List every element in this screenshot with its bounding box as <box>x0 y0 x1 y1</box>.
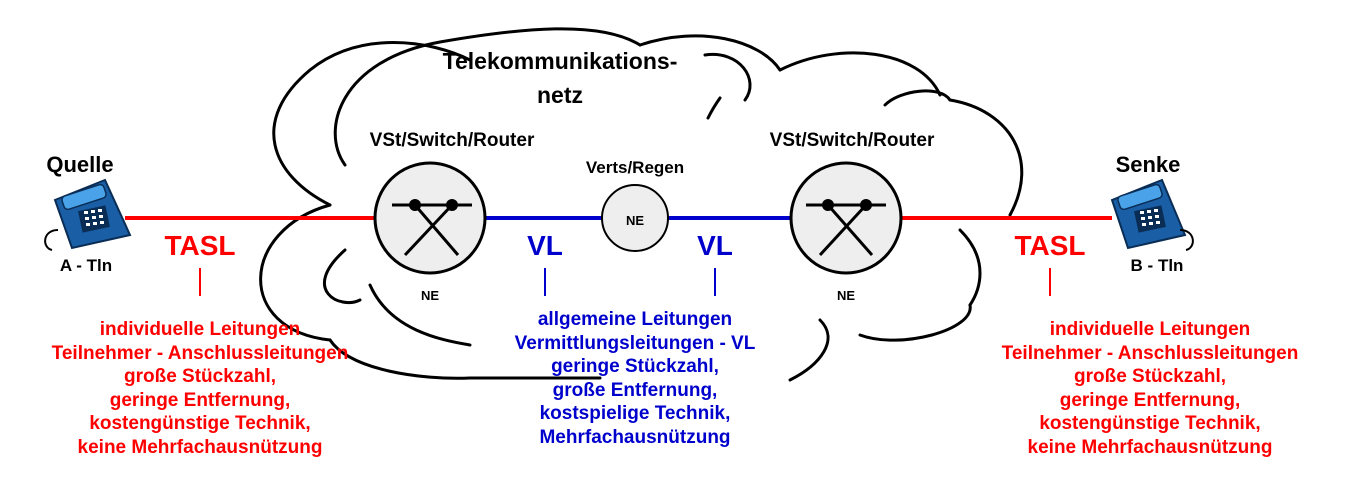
tasl-right-label: TASL <box>1014 230 1086 261</box>
right-note-line: individuelle Leitungen <box>1049 319 1251 340</box>
cloud-title-line1: Telekommunikations- <box>442 48 678 74</box>
center-note-line: geringe Stückzahl, <box>551 356 719 377</box>
right-switch-ne-label: NE <box>836 288 856 303</box>
left-note-line: kostengünstige Technik, <box>89 413 311 434</box>
right-switch-label: VSt/Switch/Router <box>769 130 935 151</box>
right-note-line: kostengünstige Technik, <box>1039 413 1261 434</box>
center-note-line: Mehrfachausnützung <box>539 426 731 448</box>
cloud-title-line2: netz <box>537 82 583 108</box>
left-switch-node <box>373 161 487 275</box>
left-note-line: keine Mehrfachausnützung <box>77 436 323 458</box>
right-note-line: keine Mehrfachausnützung <box>1027 436 1273 458</box>
telephone-icon <box>1110 178 1194 251</box>
left-switch-label: VSt/Switch/Router <box>369 130 535 151</box>
vl-right-label: VL <box>697 230 733 261</box>
center-note-line: allgemeine Leitungen <box>537 309 733 330</box>
regen-label: Verts/Regen <box>585 158 685 177</box>
right-note: individuelle Leitungen Teilnehmer - Ansc… <box>1002 318 1299 459</box>
tasl-left-label: TASL <box>164 230 236 261</box>
right-note-line: große Stückzahl, <box>1073 366 1227 387</box>
sink-label: Senke <box>1115 152 1181 177</box>
center-note-line: große Entfernung, <box>552 379 718 401</box>
right-switch-node <box>789 161 903 275</box>
source-label: Quelle <box>46 152 114 177</box>
right-note-line: Teilnehmer - Anschlussleitungen <box>1001 342 1299 364</box>
telephone-icon <box>44 178 132 251</box>
center-note-line: Vermittlungsleitungen - VL <box>514 332 756 354</box>
left-note-line: individuelle Leitungen <box>99 319 301 340</box>
left-note-line: große Stückzahl, <box>123 366 277 387</box>
vl-left-label: VL <box>527 230 563 261</box>
regen-node <box>601 184 669 252</box>
left-switch-ne-label: NE <box>420 288 440 303</box>
center-note-line: kostspielige Technik, <box>539 403 731 424</box>
sink-subscriber-label: B - Tln <box>1130 256 1184 275</box>
center-note: allgemeine Leitungen Vermittlungsleitung… <box>515 308 756 449</box>
regen-ne-label: NE <box>625 213 645 228</box>
right-note-line: geringe Entfernung, <box>1059 389 1241 411</box>
left-note: individuelle Leitungen Teilnehmer - Ansc… <box>52 318 349 459</box>
left-note-line: Teilnehmer - Anschlussleitungen <box>51 342 349 364</box>
source-subscriber-label: A - Tln <box>59 256 113 275</box>
left-note-line: geringe Entfernung, <box>109 389 291 411</box>
